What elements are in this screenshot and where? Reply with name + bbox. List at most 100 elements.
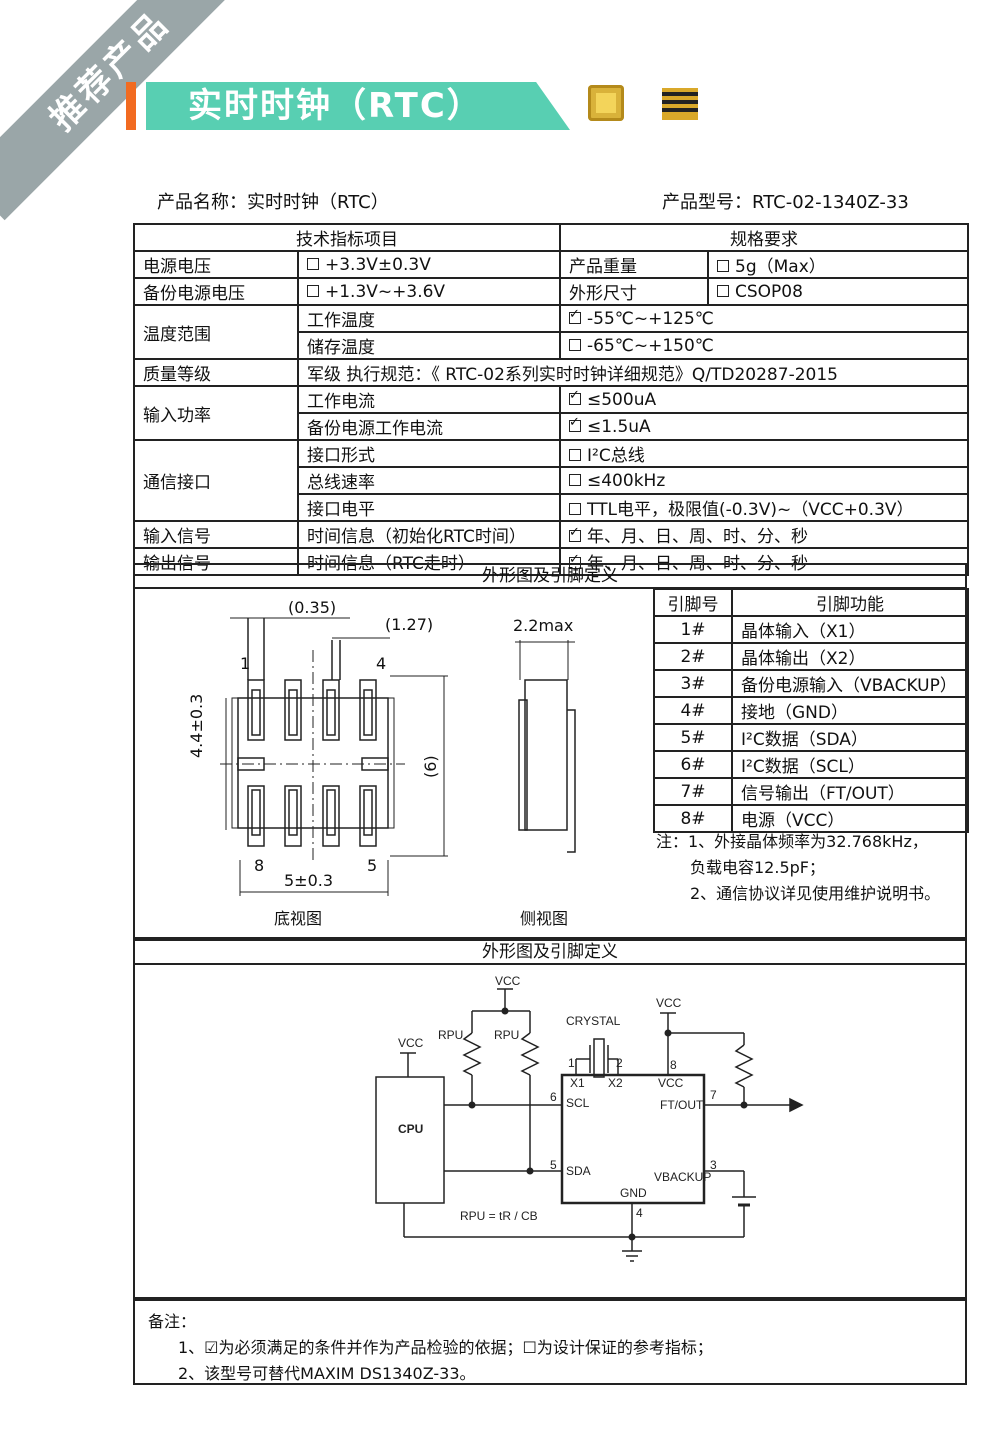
remarks-section xyxy=(133,1299,967,1385)
pin-number: 4 xyxy=(376,654,387,673)
checked-box-icon xyxy=(569,415,581,432)
row-value: ≤400kHz xyxy=(559,466,969,495)
row-sublabel: 接口电平 xyxy=(297,493,561,522)
schematic-section xyxy=(133,963,967,1299)
unchecked-box-icon xyxy=(569,449,581,461)
product-model: 产品型号：RTC-02-1340Z-33 xyxy=(662,192,909,213)
spec-table: 技术指标项目 规格要求 电源电压 +3.3V±0.3V 产品重量 5g（Max）… xyxy=(133,223,969,576)
dim-label: 2.2max xyxy=(513,616,574,635)
row-label: 通信接口 xyxy=(133,439,299,522)
side-view-caption: 侧视图 xyxy=(520,909,569,928)
row-sublabel: 备份电源工作电流 xyxy=(297,412,561,441)
pin-no: 4# xyxy=(653,696,733,725)
rpu-label: RPU xyxy=(494,1028,519,1042)
row-value: +3.3V±0.3V xyxy=(297,250,561,279)
row-label: 电源电压 xyxy=(133,250,299,279)
cpu-label: CPU xyxy=(398,1122,423,1136)
pin-table: 引脚号 引脚功能 1#晶体输入（X1） 2#晶体输出（X2） 3#备份电源输入（… xyxy=(653,588,969,833)
row-label: 输入信号 xyxy=(133,520,299,549)
checked-box-icon xyxy=(569,388,581,405)
row-label: 备份电源电压 xyxy=(133,277,299,306)
pin-num: 6 xyxy=(550,1090,557,1104)
banner-title: 实时时钟（RTC） xyxy=(188,86,483,126)
pin-func: 晶体输出（X2） xyxy=(731,642,969,671)
remarks-title: 备注： xyxy=(148,1312,197,1331)
pin-number: 5 xyxy=(367,856,378,875)
unchecked-box-icon xyxy=(307,284,319,297)
note-line: 注：1、外接晶体频率为32.768kHz， xyxy=(656,832,928,851)
row-value: I²C总线 xyxy=(559,439,969,468)
checked-box-icon xyxy=(569,307,581,324)
pin-func: 备份电源输入（VBACKUP） xyxy=(731,669,969,698)
pin-num: 3 xyxy=(710,1158,717,1172)
note-line: 2、通信协议详见使用维护说明书。 xyxy=(690,884,941,903)
row-label: 质量等级 xyxy=(133,358,299,387)
dim-label: (1.27) xyxy=(385,615,434,634)
application-schematic: VCC VCC VCC RPU RPU CRYSTAL CPU X1 X2 VC… xyxy=(375,975,804,1262)
pin-func: 信号输出（FT/OUT） xyxy=(731,777,969,806)
row-label: 温度范围 xyxy=(133,304,299,360)
spec-header-left: 技术指标项目 xyxy=(133,223,561,252)
pin-header: 引脚功能 xyxy=(731,588,969,617)
pin-number: 1 xyxy=(240,654,251,673)
pin-func: 晶体输入（X1） xyxy=(731,615,969,644)
row-value: -65℃~+150℃ xyxy=(559,331,969,360)
vcc-label: VCC xyxy=(495,975,521,988)
row-value: 年、月、日、周、时、分、秒 xyxy=(559,520,969,549)
unchecked-box-icon xyxy=(717,284,729,297)
row-label: 产品重量 xyxy=(559,250,709,279)
row-sublabel: 工作温度 xyxy=(297,304,561,333)
vcc-pin-label: VCC xyxy=(658,1076,684,1090)
remarks-line: 1、☑为必须满足的条件并作为产品检验的依据；☐为设计保证的参考指标； xyxy=(178,1338,713,1357)
gnd-label: GND xyxy=(620,1186,647,1200)
remarks-line: 2、该型号可替代MAXIM DS1340Z-33。 xyxy=(178,1364,476,1383)
row-value: ≤1.5uA xyxy=(559,412,969,441)
chip-image-top xyxy=(588,85,624,121)
pin-num: 7 xyxy=(710,1088,717,1102)
dim-label: 5±0.3 xyxy=(284,871,334,890)
row-value: ≤500uA xyxy=(559,385,969,414)
pin-no: 7# xyxy=(653,777,733,806)
row-label: 外形尺寸 xyxy=(559,277,709,306)
pin-no: 3# xyxy=(653,669,733,698)
rtc-block xyxy=(560,1073,706,1205)
row-sublabel: 工作电流 xyxy=(297,385,561,414)
pin-func: 电源（VCC） xyxy=(731,804,969,833)
chip-image-side xyxy=(662,88,698,120)
x2-label: X2 xyxy=(608,1076,623,1090)
rpu-formula: RPU = tR / CB xyxy=(460,1209,538,1223)
checked-box-icon xyxy=(569,525,581,542)
dim-label: (6) xyxy=(421,755,440,778)
unchecked-box-icon xyxy=(307,257,319,270)
pin-no: 8# xyxy=(653,804,733,833)
pin-no: 1# xyxy=(653,615,733,644)
pin-num: 1 xyxy=(568,1056,575,1070)
pin-no: 6# xyxy=(653,750,733,779)
pin-header: 引脚号 xyxy=(653,588,733,617)
pin-func: 接地（GND） xyxy=(731,696,969,725)
package-drawing xyxy=(220,617,576,896)
row-value: 5g（Max） xyxy=(707,250,969,279)
pin-num: 2 xyxy=(616,1056,623,1070)
dim-label: 4.4±0.3 xyxy=(187,693,206,758)
row-sublabel: 总线速率 xyxy=(297,466,561,495)
sda-label: SDA xyxy=(566,1164,591,1178)
ftout-label: FT/OUT xyxy=(660,1098,704,1112)
row-value: -55℃~+125℃ xyxy=(559,304,969,333)
row-value: TTL电平，极限值(-0.3V)~（VCC+0.3V） xyxy=(559,493,969,522)
pin-number: 8 xyxy=(254,856,265,875)
pin-num: 5 xyxy=(550,1158,557,1172)
section2-title: 外形图及引脚定义 xyxy=(133,939,967,965)
row-value: 军级 执行规范：《 RTC-02系列实时时钟详细规范》Q/TD20287-201… xyxy=(297,358,969,387)
spec-header-right: 规格要求 xyxy=(559,223,969,252)
dim-label: (0.35) xyxy=(288,598,337,617)
unchecked-box-icon xyxy=(569,338,581,351)
unchecked-box-icon xyxy=(717,260,729,272)
row-label: 输入功率 xyxy=(133,385,299,441)
note-line: 负载电容12.5pF； xyxy=(690,858,825,877)
pin-num: 8 xyxy=(670,1058,677,1072)
pin-no: 2# xyxy=(653,642,733,671)
row-value: CSOP08 xyxy=(707,277,969,306)
row-value: +1.3V~+3.6V xyxy=(297,277,561,306)
section1-title: 外形图及引脚定义 xyxy=(133,563,967,589)
